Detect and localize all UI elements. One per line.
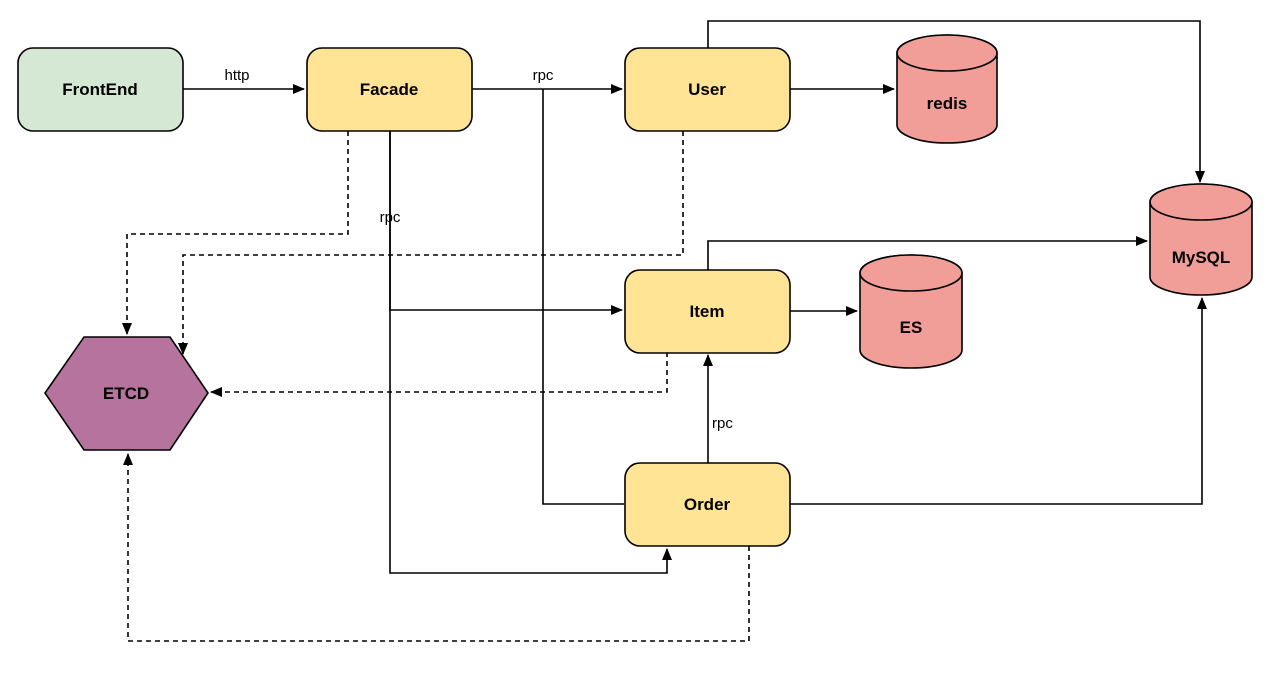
- edge-facade-order-left: [542, 89, 624, 505]
- edge-user-mysql: [707, 20, 1205, 183]
- edge-facade-item: [389, 131, 623, 315]
- frontend-label: FrontEnd: [62, 80, 138, 99]
- order-label: Order: [684, 495, 731, 514]
- node-item: Item: [624, 269, 791, 354]
- edge-facade-order-bottom: [389, 131, 672, 574]
- edge-label-http: http: [224, 67, 249, 84]
- frontend-box: [17, 47, 184, 132]
- es-cylinder-top: [859, 254, 963, 292]
- edge-label-rpc-order-item: rpc: [712, 415, 733, 432]
- redis-cylinder-top: [896, 34, 998, 72]
- node-redis: redis: [896, 34, 998, 144]
- item-box: [624, 269, 791, 354]
- edge-user-etcd: [178, 131, 684, 355]
- redis-label: redis: [927, 94, 968, 113]
- mysql-cylinder-top: [1149, 183, 1253, 221]
- edge-label-rpc-facade-item: rpc: [380, 209, 401, 226]
- node-mysql: MySQL: [1149, 183, 1253, 296]
- edge-order-etcd: [123, 453, 750, 642]
- edge-facade-etcd: [122, 131, 349, 335]
- edge-label-rpc-facade-user: rpc: [533, 67, 554, 84]
- facade-label: Facade: [360, 80, 419, 99]
- edge-item-etcd: [210, 352, 668, 397]
- facade-box: [306, 47, 473, 132]
- node-user: User: [624, 47, 791, 132]
- edge-order-mysql: [790, 297, 1207, 505]
- order-box: [624, 462, 791, 547]
- es-label: ES: [900, 318, 923, 337]
- etcd-hexagon: [44, 336, 209, 451]
- item-label: Item: [690, 302, 725, 321]
- node-es: ES: [859, 254, 963, 369]
- mysql-label: MySQL: [1172, 248, 1231, 267]
- user-box: [624, 47, 791, 132]
- etcd-label: ETCD: [103, 384, 149, 403]
- node-order: Order: [624, 462, 791, 547]
- user-label: User: [688, 80, 726, 99]
- node-facade: Facade: [306, 47, 473, 132]
- node-etcd: ETCD: [44, 336, 209, 451]
- node-frontend: FrontEnd: [17, 47, 184, 132]
- edge-item-mysql: [707, 236, 1148, 270]
